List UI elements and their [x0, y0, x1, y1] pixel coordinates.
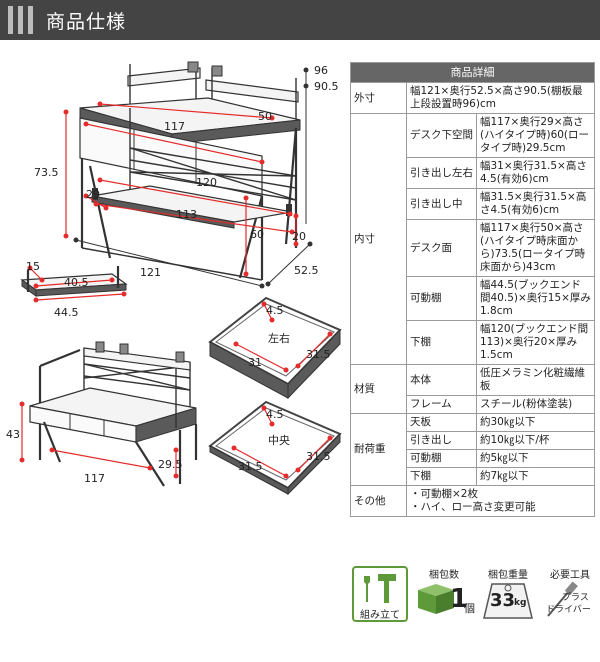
dim-shelf-width: 44.5	[54, 306, 79, 319]
dim-drawer-c-height: 4.5	[266, 408, 284, 421]
movable-shelf-illustration	[20, 266, 128, 297]
inner-row-value: 幅31×奥行31.5×高さ4.5(有効6)cm	[476, 157, 595, 189]
inner-row-value: 幅44.5(ブックエンド間40.5)×奥行15×厚み1.8cm	[476, 276, 595, 321]
required-tools-title: 必要工具	[550, 570, 590, 581]
low-desk-illustration	[29, 341, 198, 487]
dim-bookend-width: 113	[176, 208, 197, 221]
outer-label: 外寸	[350, 82, 407, 114]
material-label: 材質	[350, 364, 407, 414]
inner-row-value: 幅117×奥行29×高さ(ハイタイプ時)60(ロータイプ時)29.5cm	[476, 113, 595, 158]
dim-total-depth: 52.5	[294, 264, 319, 277]
inner-row-label: 引き出し中	[406, 188, 477, 220]
material-row-value: 低圧メラミン化粧繊維板	[476, 364, 595, 396]
outer-value: 幅121×奥行52.5×高さ90.5(棚板最上段設置時96)cm	[406, 82, 595, 114]
section-title: 商品仕様	[46, 11, 127, 33]
package-count-badge: 梱包数 1 個	[414, 566, 475, 626]
load-row-value: 約7㎏以下	[476, 467, 595, 486]
package-count-title: 梱包数	[429, 570, 459, 581]
header-bars-icon	[8, 6, 34, 34]
material-row-value: スチール(粉体塗装)	[476, 395, 595, 414]
dim-drawer-lr-height: 4.5	[266, 304, 284, 317]
package-weight-badge: 梱包重量 33 kg	[480, 566, 536, 626]
spec-table-title: 商品詳細	[350, 62, 595, 83]
required-tools-driver: ドライバー	[546, 605, 591, 615]
load-row-value: 約30㎏以下	[476, 413, 595, 432]
inner-row-label: 可動棚	[406, 276, 477, 321]
load-row-value: 約10㎏以下/杯	[476, 431, 595, 450]
product-icons: 組み立て 梱包数 1 個 梱包重量 33 kg 必要工具 プラス ドライバー	[352, 566, 598, 656]
dim-shelf-bookend: 40.5	[64, 276, 89, 289]
dim-height-max: 96	[314, 64, 328, 77]
drawer-center-illustration	[208, 400, 342, 496]
weight-icon	[483, 583, 533, 619]
material-row-label: フレーム	[406, 395, 477, 414]
other-line: ・可動棚×2枚	[410, 488, 478, 500]
dim-height: 90.5	[314, 80, 339, 93]
inner-row-label: デスク下空間	[406, 113, 477, 158]
dim-drawer-lr-depth: 31.5	[306, 348, 331, 361]
product-dimension-drawing: 96 90.5 50 117 73.5 120 29 113 60 20 121…	[6, 61, 342, 496]
dim-desk-depth: 50	[258, 110, 272, 123]
load-label: 耐荷重	[350, 413, 407, 486]
inner-row-label: 引き出し左右	[406, 157, 477, 189]
other-value: ・可動棚×2枚 ・ハイ、ロー高さ変更可能	[406, 485, 595, 517]
dim-low-under-height: 29.5	[158, 458, 183, 471]
load-row-label: 天板	[406, 413, 477, 432]
required-tools-plus: プラス	[562, 593, 589, 603]
dim-desk-width: 117	[164, 120, 185, 133]
drawer-lr-label: 左右	[268, 331, 290, 345]
inner-row-value: 幅120(ブックエンド間113)×奥行20×厚み1.5cm	[476, 320, 595, 365]
dim-drawer-lr-width: 31	[248, 356, 262, 369]
dim-low-width: 117	[84, 472, 105, 485]
package-count-unit: 個	[464, 602, 475, 615]
dim-drawer-c-width: 31.5	[238, 460, 263, 473]
dim-shelf-depth: 20	[292, 230, 306, 243]
spec-table: 商品詳細 外寸 幅121×奥行52.5×高さ90.5(棚板最上段設置時96)cm…	[350, 62, 595, 517]
assembly-label: 組み立て	[360, 610, 400, 621]
assembly-badge: 組み立て	[352, 566, 408, 622]
inner-row-label: デスク面	[406, 219, 477, 277]
inner-label: 内寸	[350, 113, 407, 365]
required-tools-badge: 必要工具 プラス ドライバー	[542, 566, 598, 626]
load-row-value: 約5㎏以下	[476, 449, 595, 468]
tools-icon	[364, 574, 396, 603]
inner-row-value: 幅117×奥行50×高さ(ハイタイプ時床面から)73.5(ロータイプ時床面から)…	[476, 219, 595, 277]
dim-under-depth: 29	[86, 188, 100, 201]
drawer-center-label: 中央	[268, 434, 290, 447]
package-count-value: 1	[450, 584, 469, 614]
material-row-label: 本体	[406, 364, 477, 396]
inner-row-value: 幅31.5×奥行31.5×高さ4.5(有効6)cm	[476, 188, 595, 220]
dim-lower-shelf-width: 120	[196, 176, 217, 189]
box-icon	[418, 584, 454, 614]
drawer-side-illustration	[208, 296, 342, 400]
main-desk-illustration	[79, 61, 301, 281]
dim-total-width: 121	[140, 266, 161, 279]
section-header: 商品仕様	[0, 0, 600, 40]
other-line: ・ハイ、ロー高さ変更可能	[410, 501, 536, 513]
dim-low-height: 43	[6, 428, 20, 441]
dim-desk-height: 73.5	[34, 166, 59, 179]
load-row-label: 引き出し	[406, 431, 477, 450]
dim-drawer-c-depth: 31.5	[306, 450, 331, 463]
load-row-label: 下棚	[406, 467, 477, 486]
package-weight-title: 梱包重量	[488, 570, 528, 581]
other-label: その他	[350, 485, 407, 517]
dim-shelf-depth-15: 15	[26, 260, 40, 273]
package-weight-value: 33	[490, 590, 516, 611]
inner-row-label: 下棚	[406, 320, 477, 365]
dim-under-height: 60	[250, 228, 264, 241]
load-row-label: 可動棚	[406, 449, 477, 468]
package-weight-unit: kg	[514, 598, 527, 608]
screwdriver-icon	[547, 581, 578, 617]
